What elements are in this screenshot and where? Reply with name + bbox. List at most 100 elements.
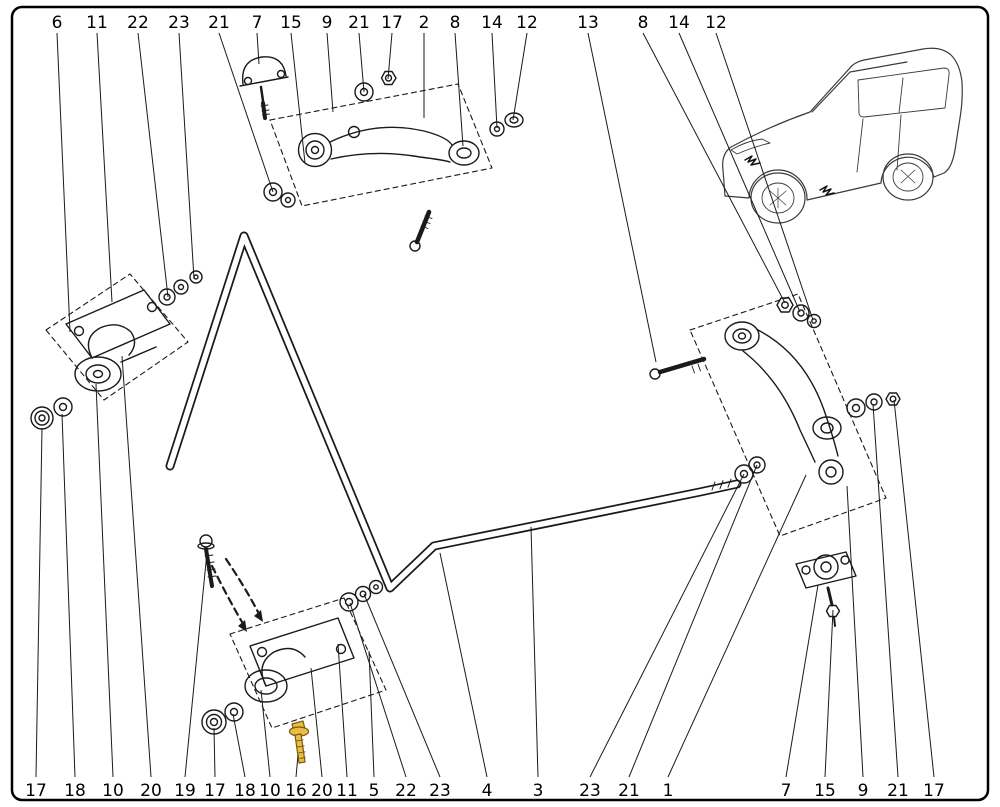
upper-assembly-dashed-box	[269, 83, 493, 207]
upper-washer-and-nut	[354, 70, 397, 102]
stabilizer-bar	[165, 231, 742, 593]
part-location-mark	[819, 185, 835, 196]
upper-arm-washers	[263, 182, 296, 208]
lower-stabilizer-clamp-assembly	[197, 534, 387, 735]
leader-line-14	[491, 32, 498, 129]
lower-clamp-washer-stack	[339, 579, 384, 612]
leader-line-22	[137, 32, 169, 298]
callout-21: 21	[208, 13, 230, 33]
callout-11: 11	[86, 13, 108, 33]
lower-ball-joint	[795, 551, 857, 627]
diagram-border	[10, 5, 990, 802]
callout-2: 2	[418, 13, 430, 33]
callout-3: 3	[532, 781, 544, 801]
leader-line-12	[715, 32, 814, 321]
leader-line-15	[290, 32, 306, 164]
leader-line-23	[589, 473, 745, 778]
upper-ball-joint	[239, 56, 289, 120]
lower-assembly-dashed-box	[229, 597, 387, 729]
callout-16: 16	[285, 781, 307, 801]
upper-arm-bolt	[409, 209, 433, 252]
leader-line-9	[326, 32, 334, 113]
leader-line-7	[785, 584, 819, 778]
leader-line-20	[310, 667, 323, 778]
leader-line-18	[61, 413, 76, 778]
leader-line-21	[872, 403, 899, 778]
leader-line-10	[260, 689, 271, 778]
leader-line-21	[218, 32, 274, 193]
callout-15: 15	[280, 13, 302, 33]
leader-line-16	[295, 754, 299, 778]
leader-line-23	[178, 32, 195, 280]
leader-line-18	[232, 713, 246, 778]
callout-10: 10	[102, 781, 124, 801]
callout-23: 23	[168, 13, 190, 33]
leader-line-6	[56, 32, 71, 333]
callout-1: 1	[662, 781, 674, 801]
leader-line-8	[454, 32, 464, 147]
leader-line-23	[363, 593, 441, 778]
left-stabilizer-clamp-assembly	[30, 270, 203, 430]
callout-17: 17	[381, 13, 403, 33]
leader-line-21	[628, 464, 758, 778]
leader-line-14	[678, 32, 801, 313]
callout-7: 7	[251, 13, 263, 33]
leader-line-13	[587, 32, 657, 363]
leader-line-15	[824, 609, 834, 778]
callout-15: 15	[814, 781, 836, 801]
callout-12: 12	[705, 13, 727, 33]
callout-14: 14	[481, 13, 503, 33]
callout-8: 8	[449, 13, 461, 33]
upper-control-arm	[297, 125, 480, 168]
callout-17: 17	[923, 781, 945, 801]
callout-4: 4	[481, 781, 493, 801]
callout-23: 23	[579, 781, 601, 801]
callout-18: 18	[64, 781, 86, 801]
leader-line-12	[512, 32, 528, 121]
bar-thread-ticks	[711, 478, 732, 491]
callout-22: 22	[127, 13, 149, 33]
callout-13: 13	[577, 13, 599, 33]
rear-wheel-sketch	[882, 153, 934, 201]
leader-line-8	[642, 32, 786, 304]
left-assembly-dashed-box	[45, 273, 189, 401]
headlight-sketch	[730, 138, 771, 155]
right-side-washers	[846, 392, 901, 418]
leader-lines	[35, 32, 935, 778]
leader-line-3	[530, 526, 539, 778]
leader-line-11	[337, 643, 348, 778]
callout-18: 18	[234, 781, 256, 801]
assembly-direction-arrows	[210, 557, 263, 632]
callout-9: 9	[321, 13, 333, 33]
right-control-arm	[724, 321, 844, 485]
callout-10: 10	[259, 781, 281, 801]
leader-line-4	[439, 552, 488, 778]
right-control-arm-assembly	[649, 293, 901, 537]
leader-line-9	[846, 485, 864, 778]
callout-9: 9	[857, 781, 869, 801]
upper-control-arm-assembly	[239, 56, 524, 252]
callout-14: 14	[668, 13, 690, 33]
callout-8: 8	[637, 13, 649, 33]
right-arm-bolt	[649, 356, 707, 380]
callout-21: 21	[618, 781, 640, 801]
left-clamp-bushing	[74, 356, 122, 392]
leader-line-7	[256, 32, 260, 65]
upper-arm-small-washers	[489, 112, 524, 137]
callout-17: 17	[25, 781, 47, 801]
leader-line-17	[35, 427, 43, 778]
leader-line-17	[893, 399, 935, 778]
callout-20: 20	[140, 781, 162, 801]
leader-line-21	[358, 32, 365, 93]
lower-clamp-bushing	[244, 669, 288, 703]
leader-line-17	[213, 727, 216, 778]
callout-11: 11	[336, 781, 358, 801]
callout-6: 6	[51, 13, 63, 33]
callout-5: 5	[368, 781, 380, 801]
leader-line-5	[368, 650, 375, 778]
leader-line-19	[184, 551, 208, 778]
leader-line-11	[96, 32, 113, 303]
callout-19: 19	[174, 781, 196, 801]
